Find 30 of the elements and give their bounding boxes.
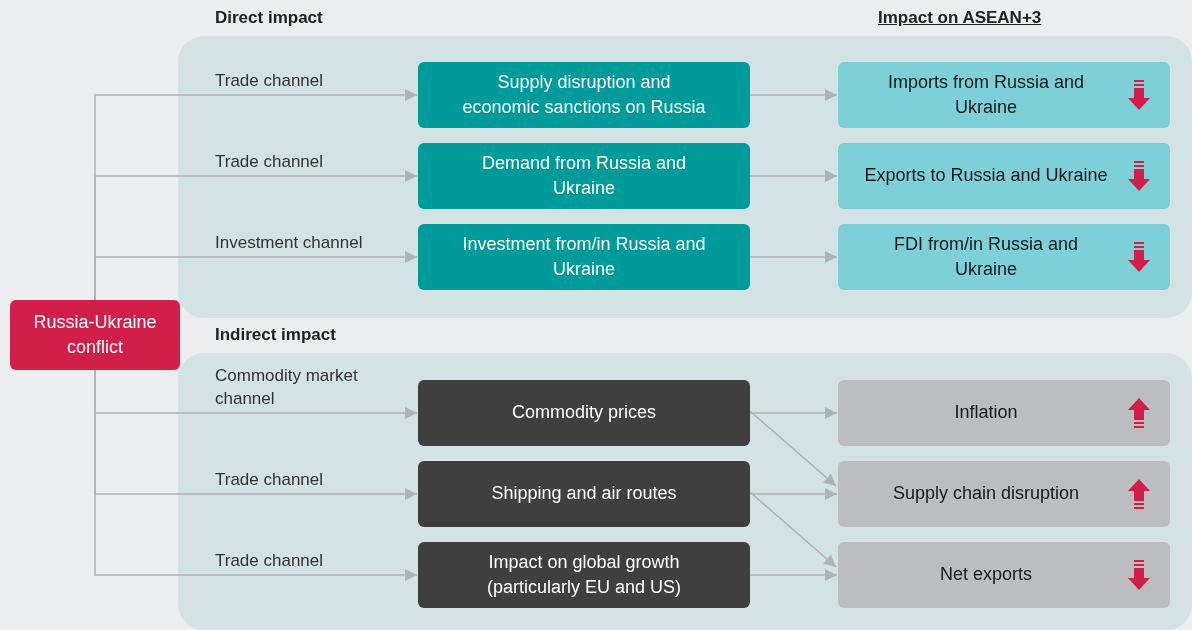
- edge-label: Investment channel: [215, 232, 364, 254]
- channel-box: Supply disruption and economic sanctions on Russia: [418, 62, 750, 128]
- edge-label: Trade channel: [215, 550, 325, 572]
- impact-box: Imports from Russia and Ukraine: [838, 62, 1170, 128]
- channel-box: Impact on global growth (particularly EU and US): [418, 542, 750, 608]
- arrow: [749, 251, 838, 263]
- arrow: [749, 170, 838, 182]
- channel-box: Demand from Russia and Ukraine: [418, 143, 750, 209]
- arrow: [749, 569, 838, 581]
- channel-box: Commodity prices: [418, 380, 750, 446]
- section-heading: Direct impact: [215, 8, 323, 28]
- arrow: [749, 407, 838, 419]
- impact-box: Supply chain disruption: [838, 461, 1170, 527]
- arrow: [749, 410, 837, 487]
- channel-box: Shipping and air routes: [418, 461, 750, 527]
- edge-label: Trade channel: [215, 469, 325, 491]
- arrow: [749, 89, 838, 101]
- impact-box: Inflation: [838, 380, 1170, 446]
- edge-label: Commodity market channel: [215, 365, 359, 410]
- arrow: [749, 488, 838, 500]
- impact-box: Net exports: [838, 542, 1170, 608]
- conflict-box: Russia-Ukraine conflict: [10, 300, 180, 370]
- impact-box: FDI from/in Russia and Ukraine: [838, 224, 1170, 290]
- impact-box: Exports to Russia and Ukraine: [838, 143, 1170, 209]
- section-heading: Indirect impact: [215, 325, 336, 345]
- column-heading: Impact on ASEAN+3: [878, 8, 1042, 28]
- arrow: [749, 491, 837, 568]
- edge-label: Trade channel: [215, 151, 325, 173]
- channel-box: Investment from/in Russia and Ukraine: [418, 224, 750, 290]
- edge-label: Trade channel: [215, 70, 325, 92]
